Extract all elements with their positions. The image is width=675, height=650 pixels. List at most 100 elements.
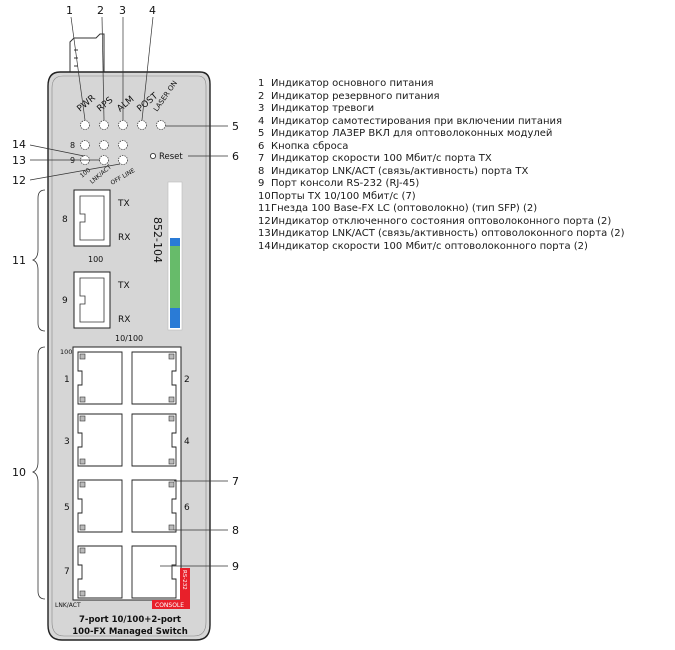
callout-12: 12	[12, 174, 26, 187]
rj45-port-2-led-bottom	[168, 396, 175, 403]
legend-item: 14Индикатор скорости 100 Мбит/с оптоволо…	[258, 241, 668, 254]
legend-item-number: 12	[258, 215, 271, 227]
console-label-bg	[152, 600, 190, 609]
device-description-line2: 100-FX Managed Switch	[72, 627, 188, 637]
rj45-port-2[interactable]	[131, 351, 177, 405]
legend-item-number: 7	[258, 153, 265, 164]
led-fiber9-offline	[118, 155, 128, 165]
reset-label: Reset	[159, 152, 183, 162]
legend-item: 10Порты TX 10/100 Мбит/с (7)	[258, 191, 668, 204]
legend-item-text: Индикатор резервного питания	[271, 90, 440, 102]
legend-item-text: Индикатор скорости 100 Мбит/с порта TX	[271, 153, 492, 164]
callout-13: 13	[12, 154, 26, 167]
rj45-port-5-number: 5	[64, 503, 70, 513]
legend-item-number: 10	[258, 190, 271, 202]
rj45-port-1[interactable]	[77, 351, 123, 405]
rj45-corner-label-100: 100	[60, 348, 72, 356]
reset-button[interactable]	[149, 152, 157, 160]
legend-item-text: Индикатор скорости 100 Мбит/с оптоволоко…	[271, 240, 588, 252]
fiber-led-row-number-9: 9	[70, 156, 75, 165]
led-rps-indicator	[99, 120, 109, 130]
rj45-port-5-led-bottom	[79, 524, 86, 531]
led-fiber8-offline	[118, 140, 128, 150]
callout-10: 10	[12, 466, 26, 479]
rj45-port-6-number: 6	[184, 503, 190, 513]
rj45-port-5-led-top	[79, 481, 86, 488]
fiber-port-9-rx-label: RX	[118, 315, 130, 325]
legend-item-text: Индикатор основного питания	[271, 78, 434, 89]
legend-item: 13Индикатор LNK/ACT (связь/активность) о…	[258, 228, 668, 241]
console-label: CONSOLE	[155, 602, 184, 609]
fiber-port-9[interactable]	[73, 271, 111, 329]
legend-item-number: 3	[258, 103, 265, 114]
legend-item-number: 5	[258, 128, 265, 139]
led-fiber8-lnk-act	[99, 140, 109, 150]
fiber-port-9-caption: 10/100	[115, 334, 143, 343]
legend-item-number: 8	[258, 165, 265, 177]
rj45-port-4-number: 4	[184, 437, 190, 447]
led-laser-on-indicator	[156, 120, 166, 130]
legend-item-number: 13	[258, 228, 271, 239]
rj45-port-7[interactable]	[77, 545, 123, 599]
callout-14: 14	[12, 138, 26, 151]
rj45-port-6-led-top	[168, 481, 175, 488]
legend-item-text: Порт консоли RS-232 (RJ-45)	[271, 178, 420, 189]
legend-item-text: Индикатор тревоги	[271, 103, 375, 114]
legend-item-text: Индикатор LNK/ACT (связь/активность) пор…	[271, 165, 529, 177]
din-rail-clip	[69, 33, 105, 76]
rj45-port-6[interactable]	[131, 479, 177, 533]
rj45-port-3-led-bottom	[79, 458, 86, 465]
legend-item-text: Индикатор LNK/ACT (связь/активность) опт…	[271, 228, 625, 239]
brace-10	[31, 346, 46, 600]
callout-line-14	[29, 144, 85, 157]
legend-item-number: 6	[258, 140, 265, 152]
led-fiber9-lnk-act	[99, 155, 109, 165]
lnk-act-label: LNK/ACT	[55, 602, 81, 609]
fiber-port-8-caption: 100	[88, 255, 103, 264]
legend-item-number: 11	[258, 203, 271, 214]
rj45-port-4-led-bottom	[168, 458, 175, 465]
rj45-port-4[interactable]	[131, 413, 177, 467]
rj45-port-3[interactable]	[77, 413, 123, 467]
rj45-port-7-led-top	[79, 547, 86, 554]
switch-housing-inner-edge	[51, 75, 207, 637]
fiber-port-8-rx-label: RX	[118, 233, 130, 243]
legend-item-text: Индикатор ЛАЗЕР ВКЛ для оптоволоконных м…	[271, 128, 553, 139]
legend-item: 1 Индикатор основного питания	[258, 78, 668, 91]
rj45-port-1-led-bottom	[79, 396, 86, 403]
callout-7: 7	[232, 475, 239, 488]
fiber-port-9-tx-label: TX	[117, 281, 130, 291]
callout-line-12	[29, 163, 121, 181]
fiber-port-8[interactable]	[73, 189, 111, 247]
led-pwr-indicator	[80, 120, 90, 130]
legend-item: 3 Индикатор тревоги	[258, 103, 668, 116]
rj45-port-5[interactable]	[77, 479, 123, 533]
legend-item-number: 2	[258, 90, 265, 102]
label-stripe-green	[170, 246, 180, 308]
rj45-port-7-number: 7	[64, 567, 70, 577]
console-rs232-tag	[180, 568, 190, 600]
callout-line-2	[101, 16, 105, 121]
legend-item: 11Гнезда 100 Base-FX LC (оптоволокно) (т…	[258, 203, 668, 216]
rj45-console-port[interactable]	[131, 545, 177, 599]
callout-9: 9	[232, 560, 239, 573]
legend-item-number: 1	[258, 78, 265, 89]
console-rs232-text: RS-232	[181, 570, 187, 590]
rj45-port-1-number: 1	[64, 375, 70, 385]
fiber-port-8-number: 8	[62, 215, 68, 225]
callout-line-4	[141, 16, 154, 121]
rj45-port-2-led-top	[168, 353, 175, 360]
led-fiber8-speed	[80, 140, 90, 150]
led-alm-indicator	[118, 120, 128, 130]
rj45-port-4-led-top	[168, 415, 175, 422]
label-stripe-blue-top	[170, 238, 180, 246]
callout-3: 3	[119, 4, 126, 17]
fiber-port-9-number: 9	[62, 296, 68, 306]
rj45-port-1-led-top	[79, 353, 86, 360]
legend-item: 5 Индикатор ЛАЗЕР ВКЛ для оптоволоконных …	[258, 128, 668, 141]
legend-item-text: Индикатор отключенного состояния оптовол…	[271, 215, 612, 227]
fiber-port-8-tx-label: TX	[117, 199, 130, 209]
